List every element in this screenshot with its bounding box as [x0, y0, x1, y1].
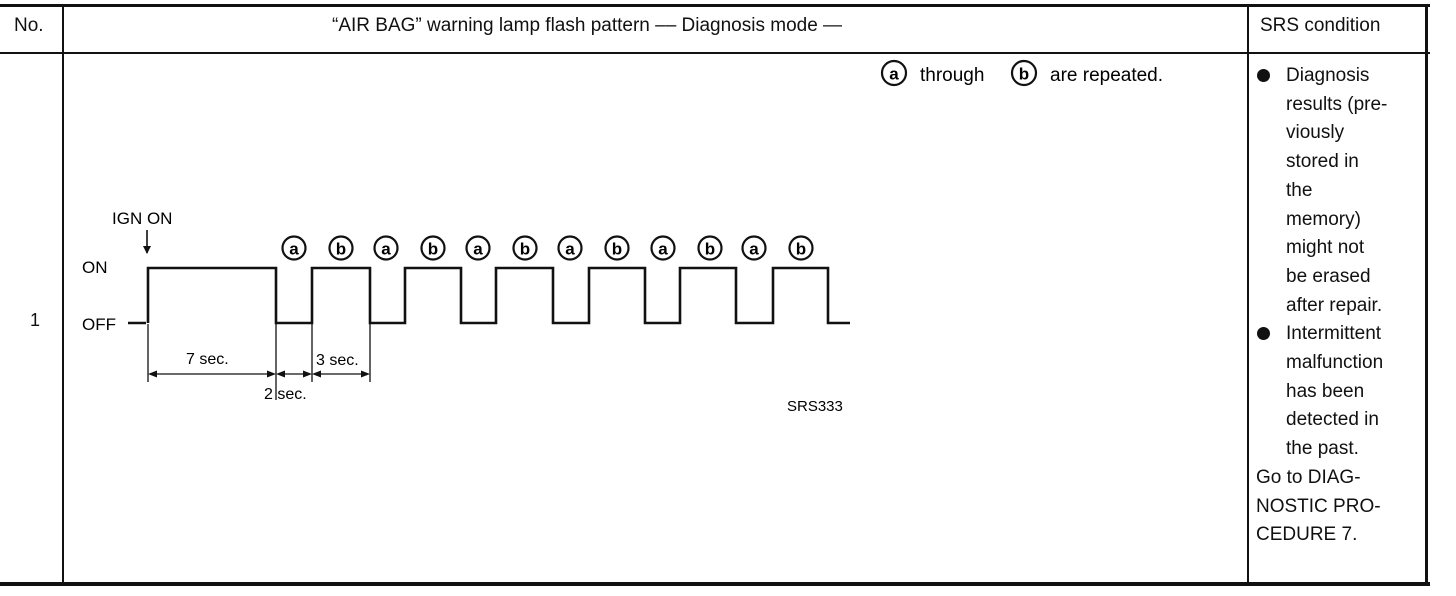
condition-bullet-1: Diagnosis results (pre- viously stored i… — [1254, 62, 1434, 320]
pulse-label-4: b — [420, 235, 446, 261]
svg-text:a: a — [565, 240, 575, 259]
dim-7-sec-label: 7 sec. — [186, 351, 229, 368]
svg-text:a: a — [658, 240, 668, 259]
repeat-through: through — [920, 65, 984, 86]
repeat-tail: are repeated. — [1050, 65, 1163, 86]
svg-text:b: b — [705, 240, 715, 259]
row-number: 1 — [30, 310, 41, 330]
condition-bullet-2: Intermittent malfunction has been detect… — [1254, 320, 1434, 464]
dim-2-sec-label: 2 sec. — [264, 386, 307, 403]
header-no: No. — [14, 15, 44, 36]
pulse-label-1: a — [281, 235, 307, 261]
header-bottom-rule — [0, 52, 1430, 54]
pulse-label-12: b — [788, 235, 814, 261]
pulse-label-8: b — [604, 235, 630, 261]
table-top-rule — [0, 4, 1430, 7]
pulse-label-9: a — [650, 235, 676, 261]
repeat-note: a through b are repeated. — [880, 59, 1163, 87]
column-divider-no — [62, 4, 64, 584]
dimension-2-sec: 2 sec. — [264, 324, 313, 403]
pulse-label-10: b — [697, 235, 723, 261]
ign-on-label: IGN ON — [112, 209, 172, 228]
off-level-label: OFF — [82, 315, 116, 334]
pulse-label-11: a — [741, 235, 767, 261]
flash-pattern-diagram: a through b are repeated. IGN ON ON OFF … — [82, 59, 1163, 415]
pulse-label-3: a — [373, 235, 399, 261]
pulse-label-2: b — [328, 235, 354, 261]
repeat-letter-a: a — [889, 65, 899, 84]
svg-text:a: a — [289, 240, 299, 259]
bullet-icon — [1257, 327, 1270, 341]
dimension-7-sec: 7 sec. — [147, 324, 277, 400]
on-level-label: ON — [82, 258, 108, 277]
table-right-rule — [1425, 4, 1428, 584]
pulse-label-5: a — [465, 235, 491, 261]
column-divider-condition — [1247, 4, 1249, 584]
condition-bullet-1-text: Diagnosis results (pre- viously stored i… — [1286, 65, 1388, 316]
bullet-icon — [1257, 69, 1270, 82]
dim-3-sec-label: 3 sec. — [316, 352, 359, 369]
ign-on-arrow — [143, 230, 151, 254]
svg-text:a: a — [473, 240, 483, 259]
svg-text:a: a — [749, 240, 759, 259]
svg-text:b: b — [796, 240, 806, 259]
svg-text:b: b — [612, 240, 622, 259]
repeat-letter-b: b — [1019, 65, 1029, 84]
svg-text:b: b — [336, 240, 346, 259]
repeat-circle-b — [1010, 59, 1038, 87]
svg-text:a: a — [381, 240, 391, 259]
table-bottom-rule — [0, 582, 1430, 586]
srs-condition-cell: Diagnosis results (pre- viously stored i… — [1254, 62, 1434, 550]
header-condition: SRS condition — [1260, 15, 1381, 36]
svg-text:b: b — [428, 240, 438, 259]
repeat-circle-a — [880, 59, 908, 87]
lamp-waveform — [146, 266, 850, 325]
pulse-label-7: a — [557, 235, 583, 261]
pulse-label-6: b — [512, 235, 538, 261]
condition-bullet-2-text: Intermittent malfunction has been detect… — [1286, 323, 1384, 460]
header-pattern: “AIR BAG” warning lamp flash pattern –– … — [332, 15, 843, 36]
figure-id: SRS333 — [787, 398, 843, 415]
condition-footnote: Go to DIAG- NOSTIC PRO- CEDURE 7. — [1256, 466, 1381, 546]
dimension-3-sec: 3 sec. — [312, 324, 371, 382]
svg-text:b: b — [520, 240, 530, 259]
